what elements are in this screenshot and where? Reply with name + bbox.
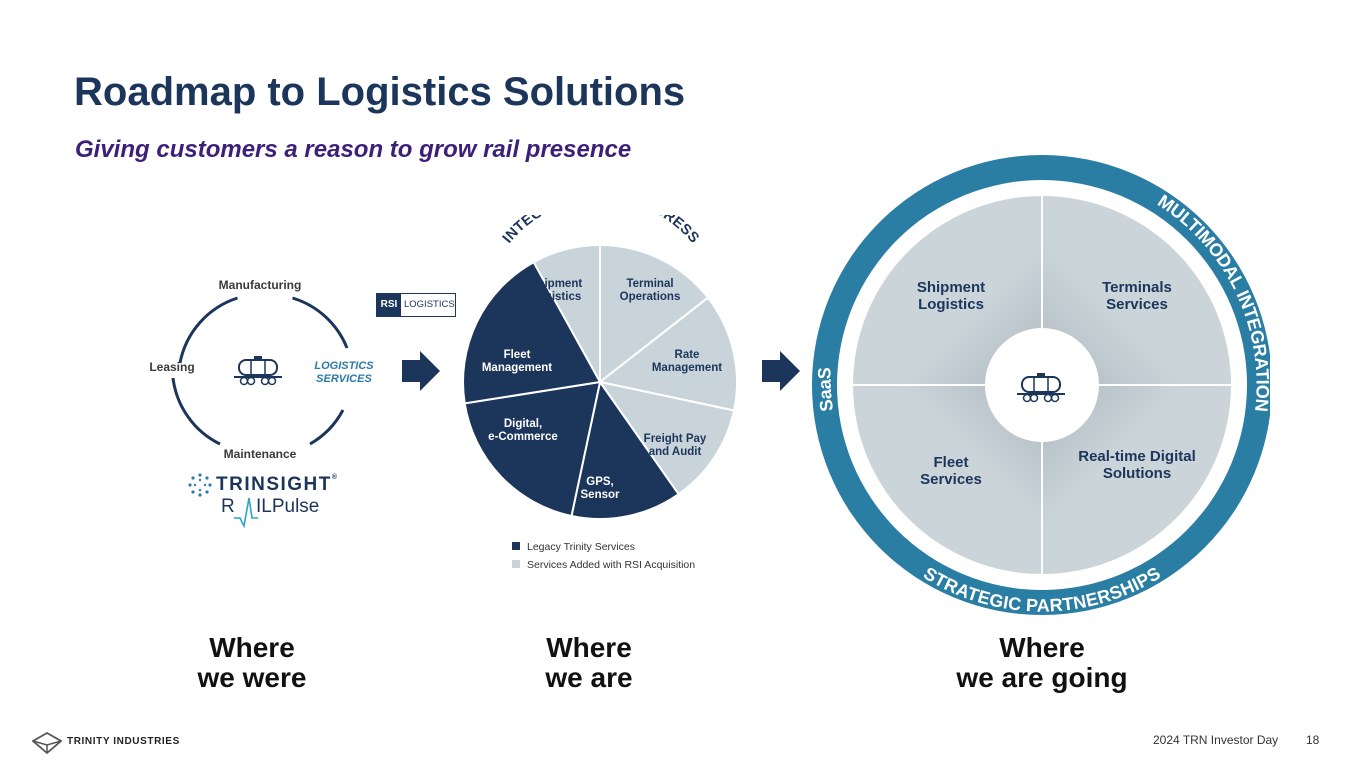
footer-brand: TRINITY INDUSTRIES (67, 736, 180, 747)
pie-slice-rate-management (597, 296, 738, 412)
pie-slice-terminal-operations (599, 243, 710, 385)
pie-label-terminal-operations: Terminal Operations (619, 278, 681, 303)
ring-text-saas: SaaS (814, 367, 837, 413)
railcar-icon (1017, 373, 1065, 403)
railpulse-logo: R ILPulse (221, 496, 321, 530)
center-hub (985, 328, 1099, 442)
page-number: 18 (1306, 733, 1320, 747)
quadrant-fleet-services (853, 385, 1042, 574)
integration-pie: INTEGRATION IN PROGRESS (462, 215, 738, 520)
lifecycle-circle (171, 296, 349, 446)
integration-arc-text: INTEGRATION IN PROGRESS (500, 215, 702, 247)
pie-label-fleet-management: Fleet Management (481, 349, 553, 374)
caption-where-we-are-going: Where we are going (956, 632, 1128, 693)
caption-where-we-are: Where we are (545, 632, 633, 693)
page-subtitle: Giving customers a reason to grow rail p… (75, 136, 632, 163)
pie-label-freight-pay: Freight Pay and Audit (643, 433, 707, 458)
quadrant-terminals-services (1042, 196, 1231, 385)
logistics-services-label: LOGISTICS SERVICES (314, 360, 374, 385)
quadrant-label-realtime-digital: Real-time Digital Solutions (1078, 448, 1196, 482)
footer-event: 2024 TRN Investor Day (1153, 733, 1279, 747)
pie-slice-freight-pay-and-audit (597, 380, 736, 496)
quadrant-realtime-digital (1042, 385, 1231, 574)
arrow-right-icon (762, 351, 800, 391)
pie-slice-digital-e-commerce (463, 380, 602, 518)
pie-label-gps-sensor: GPS, Sensor (580, 476, 620, 501)
legend-item-legacy: Legacy Trinity Services (512, 541, 635, 553)
railcar-icon (234, 356, 282, 386)
quadrant-label-terminals-services: Terminals Services (1102, 279, 1172, 313)
trinsight-logo-icon (188, 473, 212, 497)
manufacturing-label: Manufacturing (218, 278, 302, 292)
arrow-right-icon (402, 351, 440, 391)
legend-swatch (512, 542, 520, 550)
quadrant-shipment-logistics (853, 196, 1042, 385)
rsi-logistics-logo: RSI LOGISTICS (376, 293, 456, 317)
caption-where-we-were: Where we were (197, 632, 307, 693)
pie-slice-gps-sensor (570, 379, 680, 520)
page-title: Roadmap to Logistics Solutions (74, 70, 686, 114)
pie-label-shipment-logistics: Shipment Logistics (529, 278, 583, 303)
maintenance-label: Maintenance (223, 447, 297, 461)
solutions-wheel: MULTIMODAL INTEGRATION STRATEGIC PARTNER… (812, 155, 1270, 616)
leasing-label: Leasing (149, 360, 195, 374)
trinity-logo-icon (32, 731, 62, 755)
trinsight-logo-text: TRINSIGHT® (216, 474, 339, 495)
pie-slice-fleet-management (462, 260, 602, 405)
quadrant-label-shipment-logistics: Shipment Logistics (916, 279, 986, 313)
legend-item-added: Services Added with RSI Acquisition (512, 559, 695, 571)
legend-swatch (512, 560, 520, 568)
pie-label-digital-ecommerce: Digital, e-Commerce (488, 418, 558, 443)
pie-label-rate-management: Rate Management (651, 349, 723, 374)
quadrant-label-fleet-services: Fleet Services (920, 454, 982, 488)
